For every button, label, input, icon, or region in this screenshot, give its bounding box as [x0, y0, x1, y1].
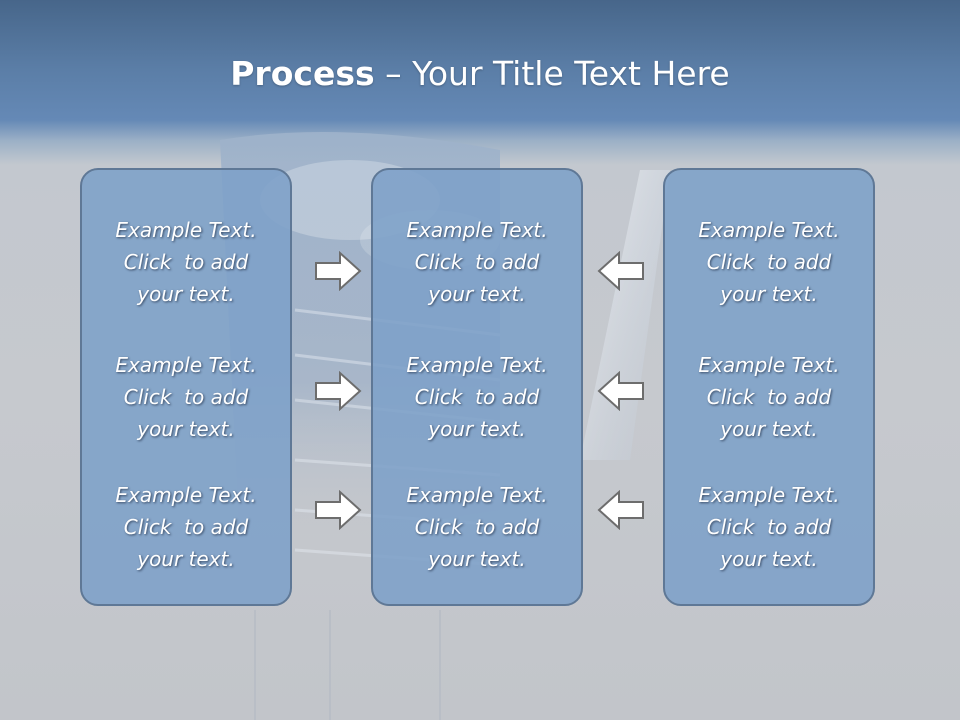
left-arrow-icon [597, 490, 644, 530]
right-arrow-icon [315, 371, 362, 411]
text-block[interactable]: Example Text. Click to add your text. [115, 353, 257, 441]
left-arrow-icon [597, 251, 644, 291]
process-box-left[interactable]: Example Text. Click to add your text. Ex… [80, 168, 292, 606]
text-block[interactable]: Example Text. Click to add your text. [406, 353, 548, 441]
text-block[interactable]: Example Text. Click to add your text. [406, 483, 548, 571]
text-block[interactable]: Example Text. Click to add your text. [406, 218, 548, 306]
text-block[interactable]: Example Text. Click to add your text. [115, 218, 257, 306]
text-block[interactable]: Example Text. Click to add your text. [698, 218, 840, 306]
process-box-right[interactable]: Example Text. Click to add your text. Ex… [663, 168, 875, 606]
text-block[interactable]: Example Text. Click to add your text. [698, 353, 840, 441]
text-block[interactable]: Example Text. Click to add your text. [698, 483, 840, 571]
right-arrow-icon [315, 490, 362, 530]
title-bold: Process [230, 54, 375, 93]
text-block[interactable]: Example Text. Click to add your text. [115, 483, 257, 571]
title-rest: – Your Title Text Here [374, 54, 730, 93]
process-box-center[interactable]: Example Text. Click to add your text. Ex… [371, 168, 583, 606]
slide-title: Process – Your Title Text Here [0, 52, 960, 96]
right-arrow-icon [315, 251, 362, 291]
left-arrow-icon [597, 371, 644, 411]
